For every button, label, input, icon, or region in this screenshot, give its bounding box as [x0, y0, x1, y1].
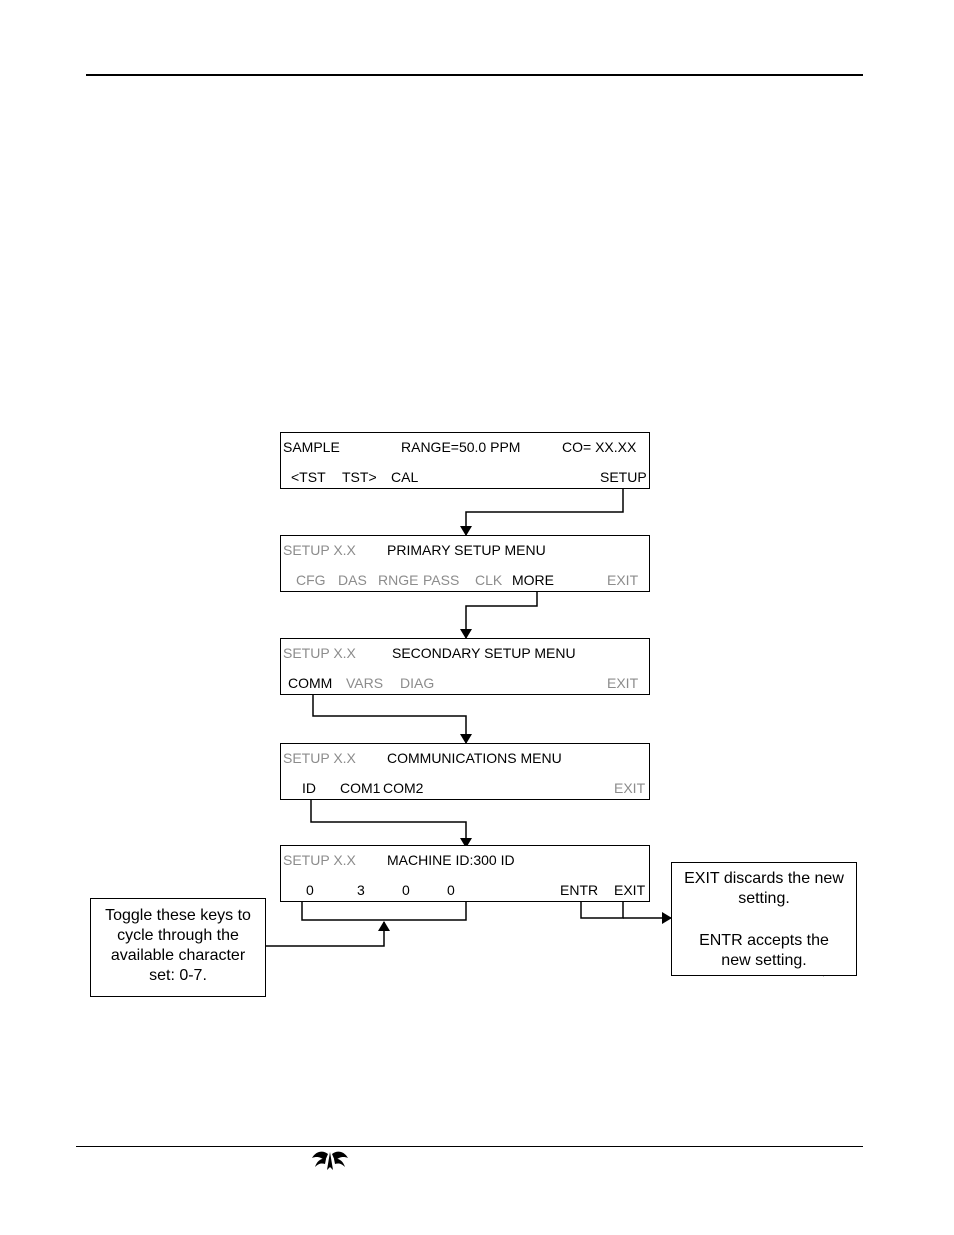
entr-exit-bracket [580, 898, 624, 919]
note-entr-line: ENTR accepts the [672, 931, 856, 951]
note-spacer [672, 909, 856, 931]
note-exit-entr: EXIT discards the new setting. ENTR acce… [671, 862, 857, 976]
note-line: set: 0-7. [149, 967, 207, 984]
display-panel-machine-id: SETUP X.X MACHINE ID:300 ID 0 3 0 0 ENTR… [280, 845, 650, 902]
setup-version-label: SETUP X.X [283, 542, 356, 558]
key-cfg[interactable]: CFG [296, 572, 326, 588]
connector-more-to-secondary [460, 589, 538, 639]
connector-setup-to-primary [460, 486, 624, 536]
key-exit[interactable]: EXIT [607, 675, 639, 691]
key-exit[interactable]: EXIT [614, 882, 646, 898]
display-panel-primary-setup: SETUP X.X PRIMARY SETUP MENU CFG DAS RNG… [280, 535, 650, 592]
key-vars[interactable]: VARS [346, 675, 384, 691]
key-tst-next[interactable]: TST> [342, 469, 377, 485]
key-comm[interactable]: COMM [288, 675, 333, 691]
key-cal[interactable]: CAL [391, 469, 419, 485]
menu-title: COMMUNICATIONS MENU [387, 750, 562, 766]
range-readout: RANGE=50.0 PPM [401, 439, 521, 455]
setup-version-label: SETUP X.X [283, 645, 356, 661]
key-digit-1[interactable]: 0 [306, 882, 314, 898]
key-rnge[interactable]: RNGE [378, 572, 419, 588]
key-entr[interactable]: ENTR [560, 882, 599, 898]
connector-id-to-machine-id [310, 797, 472, 848]
note-entr-key: ENTR [699, 932, 743, 949]
setup-version-label: SETUP X.X [283, 750, 356, 766]
note-entr-text: accepts the [742, 932, 829, 949]
menu-title: PRIMARY SETUP MENU [387, 542, 546, 558]
note-exit-text: discards the new [719, 870, 844, 887]
key-com1[interactable]: COM1 [340, 780, 381, 796]
note-exit-line: EXIT discards the new [672, 869, 856, 889]
key-setup[interactable]: SETUP [600, 469, 647, 485]
header-rule [86, 74, 863, 76]
key-com2[interactable]: COM2 [383, 780, 424, 796]
digit-keys-bracket [301, 890, 467, 921]
key-das[interactable]: DAS [338, 572, 367, 588]
key-diag[interactable]: DIAG [400, 675, 435, 691]
note-line: available character [110, 947, 246, 964]
key-pass[interactable]: PASS [423, 572, 460, 588]
mode-label: SAMPLE [283, 439, 340, 455]
key-digit-2[interactable]: 3 [357, 882, 365, 898]
key-digit-3[interactable]: 0 [402, 882, 410, 898]
key-exit[interactable]: EXIT [607, 572, 639, 588]
connector-comm-to-communications [312, 692, 472, 744]
note-toggle-keys: Toggle these keys to cycle through the a… [90, 898, 266, 997]
footer-rule [76, 1146, 863, 1147]
display-panel-sample: SAMPLE RANGE=50.0 PPM CO= XX.XX <TST TST… [280, 432, 650, 489]
key-clk[interactable]: CLK [475, 572, 503, 588]
co-readout: CO= XX.XX [562, 439, 637, 455]
machine-id-readout: MACHINE ID:300 ID [387, 852, 515, 868]
menu-title: SECONDARY SETUP MENU [392, 645, 576, 661]
key-tst-prev[interactable]: <TST [291, 469, 326, 485]
display-panel-communications: SETUP X.X COMMUNICATIONS MENU ID COM1 CO… [280, 743, 650, 800]
note-line: Toggle these keys to [105, 907, 251, 924]
note-line: setting. [738, 890, 790, 907]
key-exit[interactable]: EXIT [614, 780, 646, 796]
display-panel-secondary-setup: SETUP X.X SECONDARY SETUP MENU COMM VARS… [280, 638, 650, 695]
key-id[interactable]: ID [302, 780, 316, 796]
key-digit-4[interactable]: 0 [447, 882, 455, 898]
key-more[interactable]: MORE [512, 572, 554, 588]
note-line: new setting. [721, 952, 807, 969]
note-line: cycle through the [117, 927, 239, 944]
connector-note-to-digits [266, 921, 390, 947]
note-exit-key: EXIT [684, 870, 720, 887]
setup-version-label: SETUP X.X [283, 852, 356, 868]
teledyne-logo-icon [312, 1151, 348, 1170]
